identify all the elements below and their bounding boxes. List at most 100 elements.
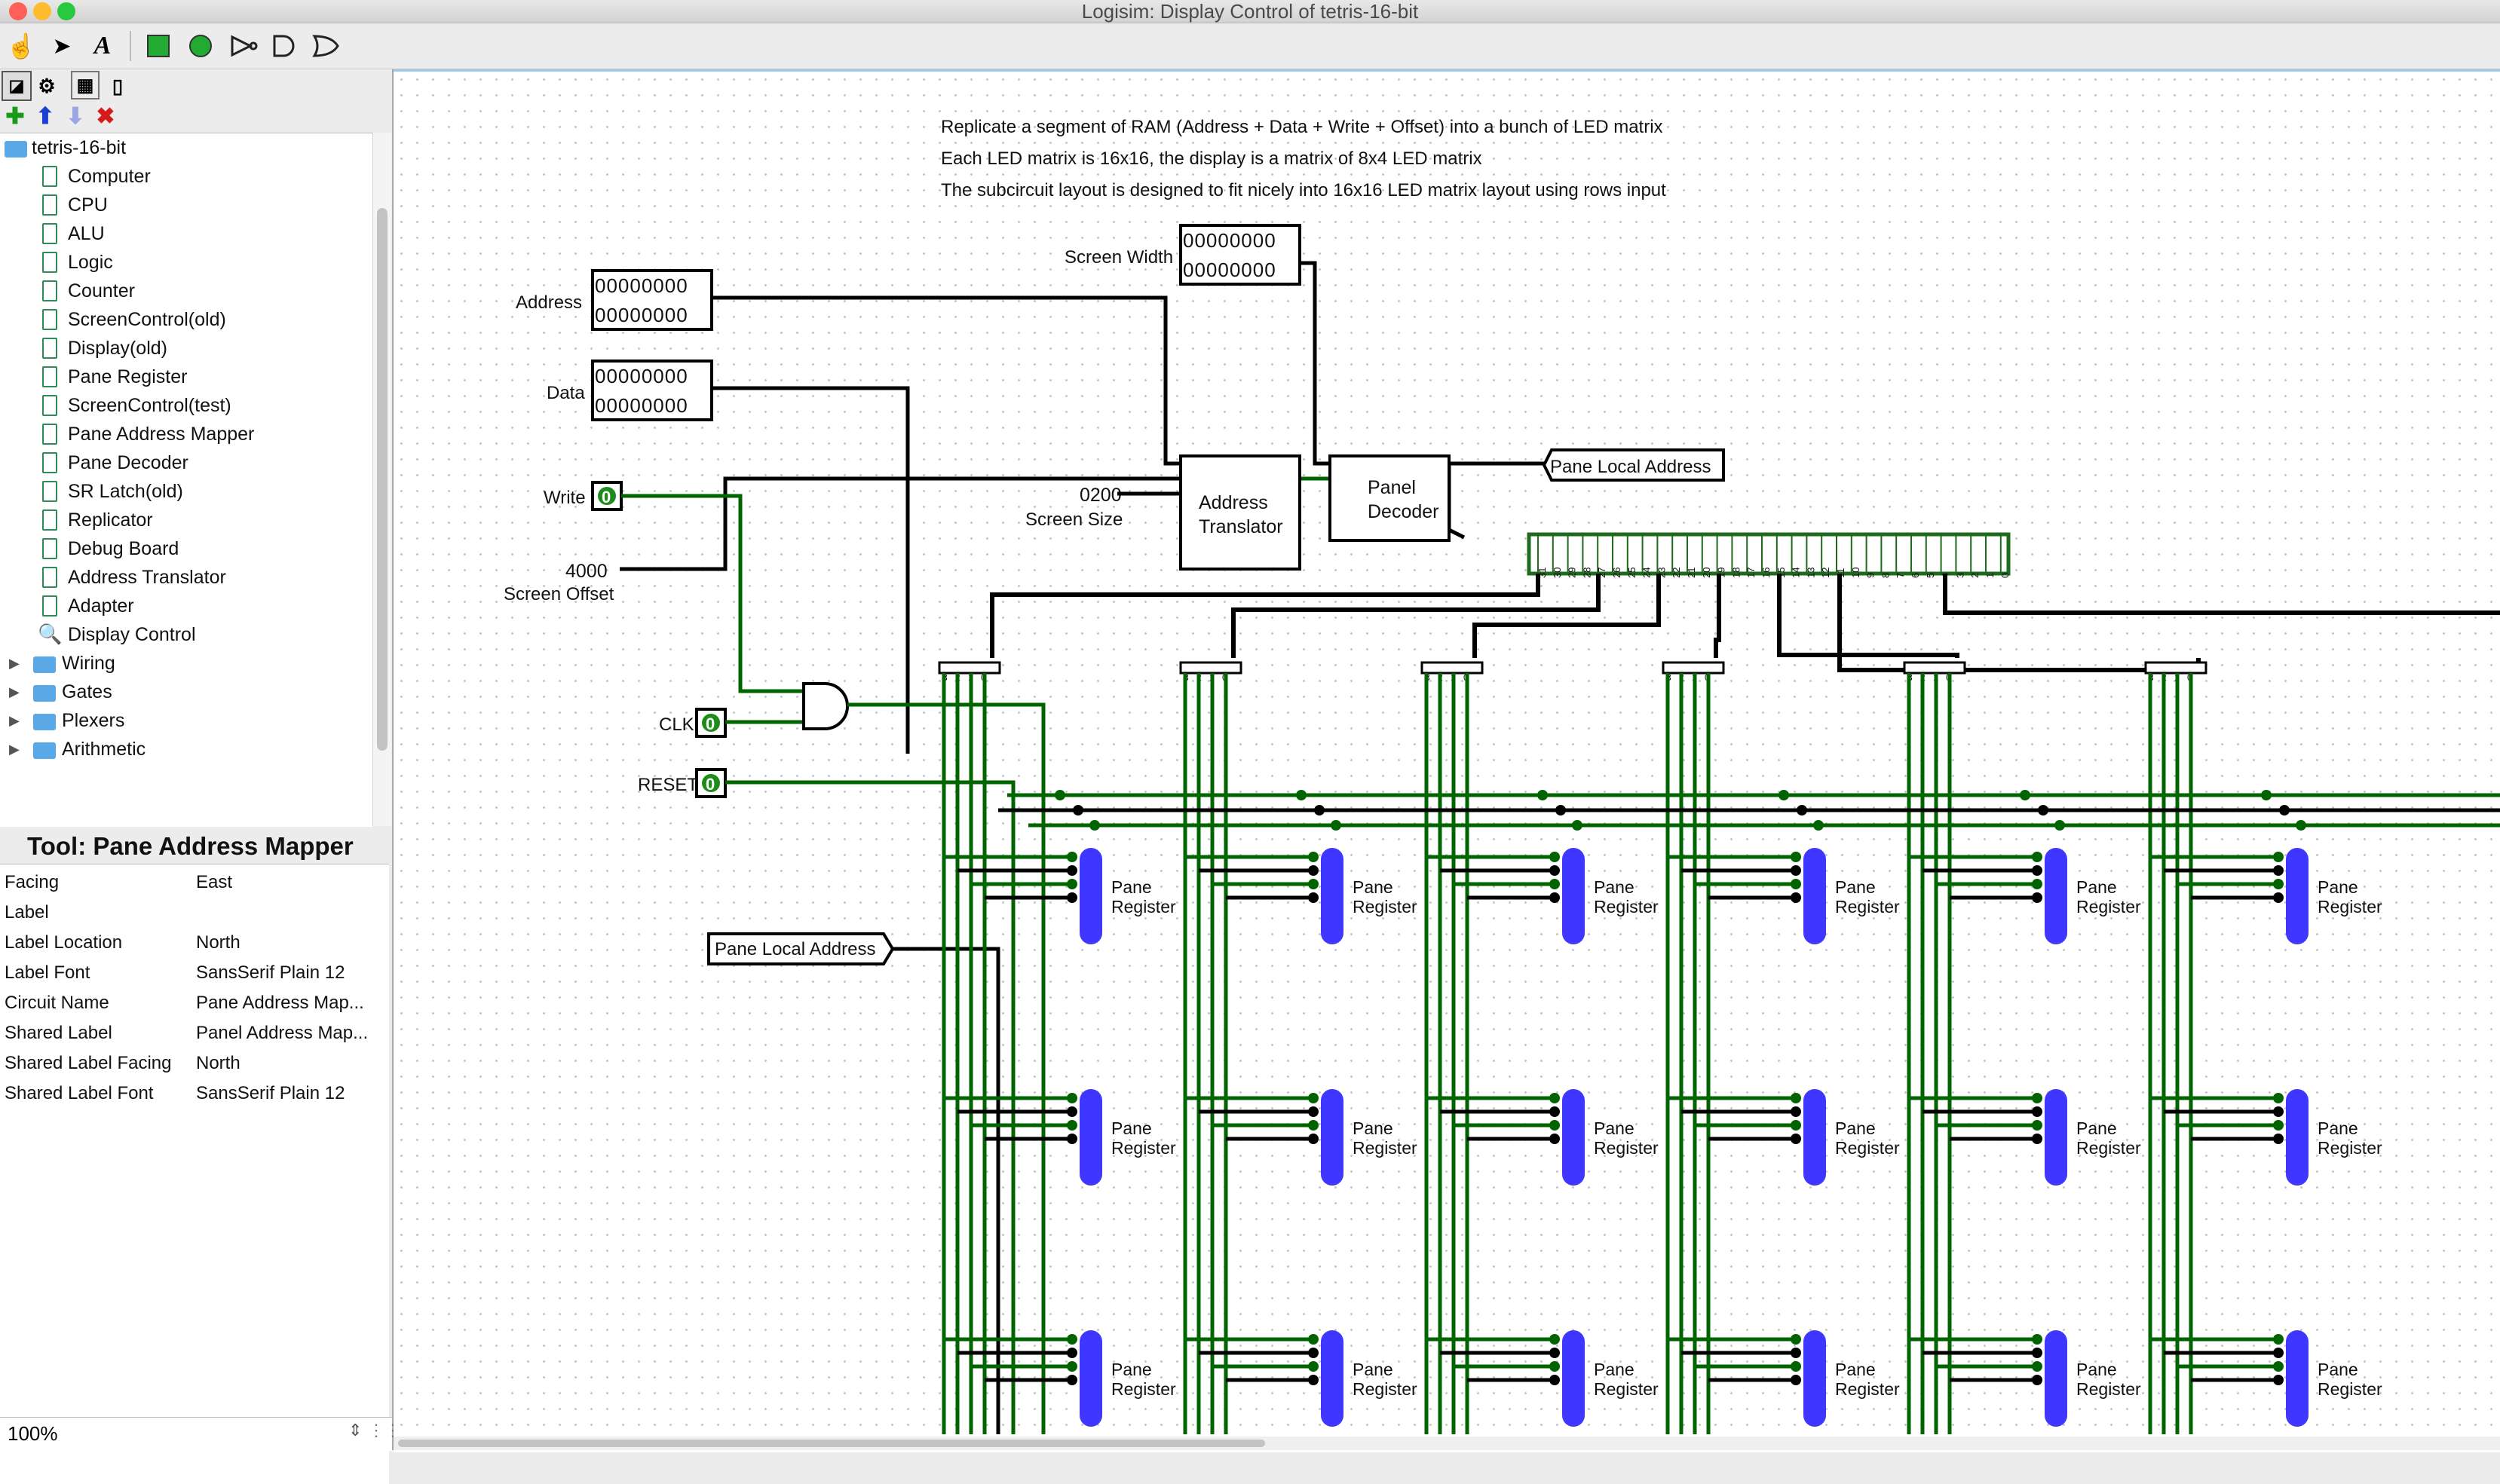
address-translator[interactable] [1179,454,1301,571]
circuit-diagram[interactable]: Replicate a segment of RAM (Address + Da… [394,72,2500,1452]
input-address-box[interactable] [591,269,713,331]
zoom-level[interactable]: 100% [8,1422,58,1445]
expand-triangle-icon[interactable]: ▶ [9,684,20,699]
expand-triangle-icon[interactable]: ▶ [9,742,20,757]
attribute-value[interactable]: SansSerif Plain 12 [196,962,345,983]
edit-layout-icon[interactable]: ◪ [2,71,32,101]
toggle-explorer-icon[interactable]: ▦ [71,71,100,99]
splitter[interactable] [1527,532,2011,576]
junction-dot [1549,892,1560,903]
attribute-row[interactable]: Label [0,898,389,928]
pane-register[interactable] [2045,848,2067,944]
pane-register[interactable] [1803,848,1826,944]
move-up-icon[interactable]: ⬆ [35,103,55,129]
tree-item-label: SR Latch(old) [68,481,183,502]
folder-icon [33,656,56,673]
junction-dot [1067,1334,1077,1345]
component-label: Register [1111,897,1176,916]
pane-register[interactable] [1321,848,1343,944]
minimize-window-button[interactable] [33,2,51,20]
junction-dot [1791,852,1801,862]
attribute-value[interactable]: Pane Address Map... [196,993,364,1013]
attribute-value[interactable]: SansSerif Plain 12 [196,1083,345,1103]
pane-register[interactable] [2045,1330,2067,1427]
tunnel-input[interactable] [707,932,895,965]
tree-item-label: CPU [68,194,108,216]
attribute-row[interactable]: Shared Label Panel Address Map... [0,1018,389,1048]
pane-register[interactable] [1803,1330,1826,1427]
attribute-value[interactable]: North [196,1053,241,1073]
pane-register[interactable] [1080,848,1102,944]
pane-register[interactable] [1562,1089,1585,1186]
junction-dot [1791,1093,1801,1103]
junction-dot [1791,892,1801,903]
junction-dot [1308,865,1319,876]
pane-register[interactable] [1321,1330,1343,1427]
expand-triangle-icon[interactable]: ▶ [9,656,20,671]
move-down-icon[interactable]: ⬇ [66,103,85,129]
attribute-key: Shared Label [5,1023,112,1043]
pane-register[interactable] [1321,1089,1343,1186]
junction-dot [1308,1375,1319,1385]
pane-register[interactable] [1562,1330,1585,1427]
zoom-stepper-icon[interactable]: ⇕ [348,1421,363,1440]
edit-appearance-icon[interactable]: ⚙ [38,74,56,97]
hand-poke-tool-icon[interactable]: ☝ [6,32,36,60]
component-label: Decoder [1368,501,1439,522]
component-label: Pane [2318,1118,2358,1138]
canvas-horizontal-scrollbar[interactable] [394,1437,2500,1450]
input-data-box[interactable] [591,360,713,421]
component-label: Register [1835,1138,1900,1158]
toggle-simulation-icon[interactable]: ▯ [112,74,124,97]
pane-register[interactable] [1080,1089,1102,1186]
input-pin-tool-icon[interactable] [142,29,175,63]
attribute-value[interactable]: East [196,872,233,892]
junction-dot [2032,1134,2042,1144]
output-pin-tool-icon[interactable] [184,29,217,63]
pane-register[interactable] [1803,1089,1826,1186]
circuit-icon [42,280,57,301]
circuit-canvas[interactable]: Replicate a segment of RAM (Address + Da… [394,69,2500,1452]
tunnel-output[interactable] [1542,448,1725,482]
pane-register[interactable] [2286,848,2309,944]
text-tool-icon[interactable]: A [93,32,112,60]
attribute-value[interactable]: Panel Address Map... [196,1023,369,1043]
and-gate-tool-icon[interactable] [268,29,302,63]
pane-register[interactable] [1562,848,1585,944]
attribute-value[interactable]: North [196,932,241,953]
input-screen_width-box[interactable] [1179,224,1301,286]
select-arrow-tool-icon[interactable]: ➤ [52,33,72,59]
add-circuit-icon[interactable]: ✚ [5,103,25,129]
pane-register[interactable] [1080,1330,1102,1427]
or-gate-tool-icon[interactable] [309,29,342,63]
expand-triangle-icon[interactable]: ▶ [9,713,20,728]
pane-register[interactable] [2286,1330,2309,1427]
tree-item-label: ScreenControl(test) [68,395,231,416]
pane-register[interactable] [2286,1089,2309,1186]
component-label: Pane [1111,877,1152,897]
tree-scrollbar[interactable] [372,133,391,826]
splitter-bit: 14 [1791,568,1802,578]
maximize-window-button[interactable] [57,2,75,20]
delete-circuit-icon[interactable]: ✖ [96,103,115,129]
close-window-button[interactable] [9,2,27,20]
title-bar: Logisim: Display Control of tetris-16-bi… [0,0,2500,23]
not-gate-tool-icon[interactable] [228,29,261,63]
circuit-icon [42,481,57,502]
panel-decoder[interactable] [1328,454,1451,542]
component-label: Register [1353,1379,1417,1399]
group-splitter [2144,661,2207,675]
input-label: Write [544,488,586,508]
folder-icon [33,685,56,702]
tree-item-label: Computer [68,166,151,187]
pane-register[interactable] [2045,1089,2067,1186]
junction-dot [2032,1361,2042,1372]
tree-item-label: Address Translator [68,567,226,588]
